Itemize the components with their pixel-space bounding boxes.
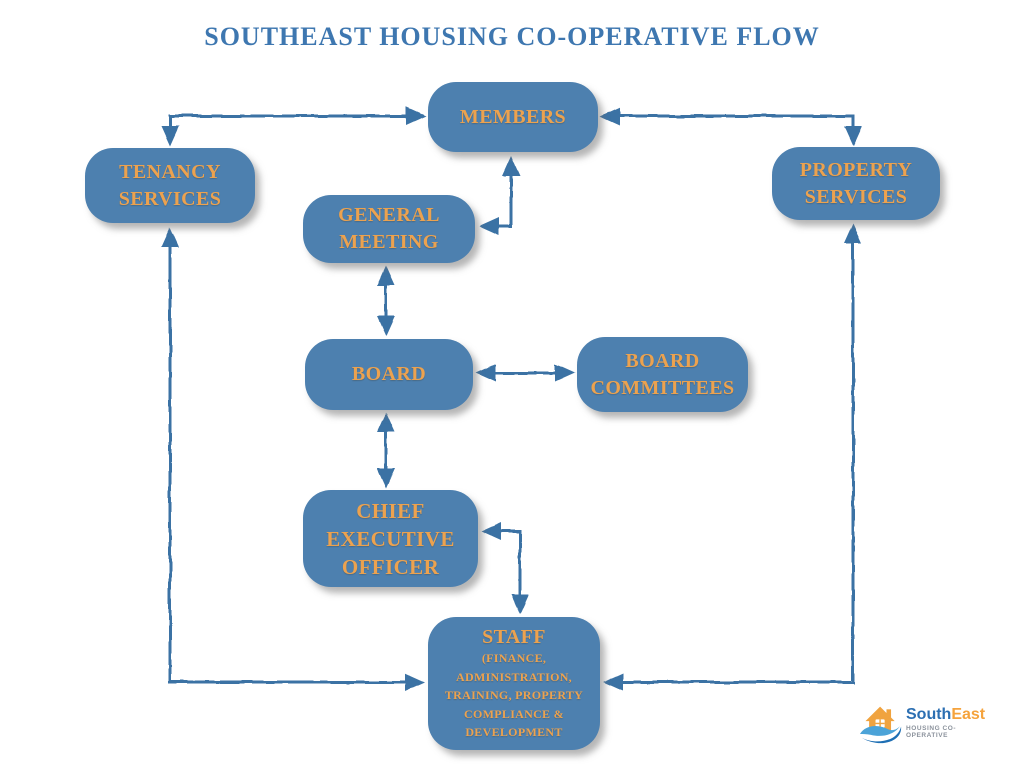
edge-board-ceo — [377, 412, 395, 488]
node-property-services-label-line1: PROPERTY — [799, 158, 913, 181]
logo-brand-east: East — [951, 706, 986, 723]
node-general-meeting-label-line1: GENERAL — [338, 204, 440, 226]
node-tenancy-services: TENANCY SERVICES — [85, 148, 255, 223]
logo-text: SouthEast HOUSING CO-OPERATIVE — [906, 707, 990, 740]
node-property-services-label-line2: SERVICES — [804, 185, 908, 208]
node-board: BOARD — [305, 339, 473, 410]
edge-property-staff — [603, 223, 862, 691]
node-general-meeting-label-line2: MEETING — [339, 231, 439, 253]
node-ceo-label-line3: OFFICER — [341, 554, 440, 579]
edge-tenancy-staff — [161, 227, 425, 691]
edge-board-committees — [476, 364, 575, 382]
logo-brand: SouthEast — [906, 707, 990, 723]
diagram-title: SOUTHEAST HOUSING CO-OPERATIVE FLOW — [204, 22, 820, 51]
edge-general-meeting-board — [377, 266, 395, 336]
edge-members-general-meeting — [479, 156, 520, 235]
logo-brand-south: South — [906, 706, 952, 723]
node-members: MEMBERS — [428, 82, 598, 152]
node-ceo-label-line1: CHIEF — [356, 498, 425, 523]
node-ceo-label-line2: EXECUTIVE — [326, 526, 455, 551]
node-board-committees-label-line2: COMMITTEES — [590, 376, 735, 399]
logo-tagline: HOUSING CO-OPERATIVE — [906, 725, 957, 739]
node-staff-title: STAFF — [482, 626, 546, 649]
node-staff-detail-line2: ADMINISTRATION, — [456, 669, 572, 684]
node-general-meeting: GENERAL MEETING — [303, 195, 475, 263]
node-property-services: PROPERTY SERVICES — [772, 147, 940, 220]
node-board-committees-label-line1: BOARD — [625, 349, 700, 372]
edge-members-property — [600, 107, 862, 146]
node-members-label: MEMBERS — [459, 105, 567, 128]
edge-ceo-staff — [481, 522, 529, 614]
node-staff-detail-line5: DEVELOPMENT — [465, 725, 563, 740]
node-tenancy-services-label-line1: TENANCY — [119, 160, 221, 183]
edge-members-tenancy — [161, 107, 426, 146]
node-tenancy-services-label-line2: SERVICES — [118, 187, 222, 210]
house-in-hands-icon — [860, 706, 902, 744]
node-staff: STAFF (FINANCE, ADMINISTRATION, TRAINING… — [428, 617, 600, 750]
node-staff-detail-line4: COMPLIANCE & — [464, 706, 564, 721]
node-board-committees: BOARD COMMITTEES — [577, 337, 748, 412]
node-staff-detail-line1: (FINANCE, — [481, 651, 547, 666]
node-chief-executive-officer: CHIEF EXECUTIVE OFFICER — [303, 490, 478, 587]
node-board-label: BOARD — [351, 363, 427, 385]
node-staff-detail-line3: TRAINING, PROPERTY — [444, 688, 584, 703]
southeast-logo: SouthEast HOUSING CO-OPERATIVE — [858, 700, 990, 746]
